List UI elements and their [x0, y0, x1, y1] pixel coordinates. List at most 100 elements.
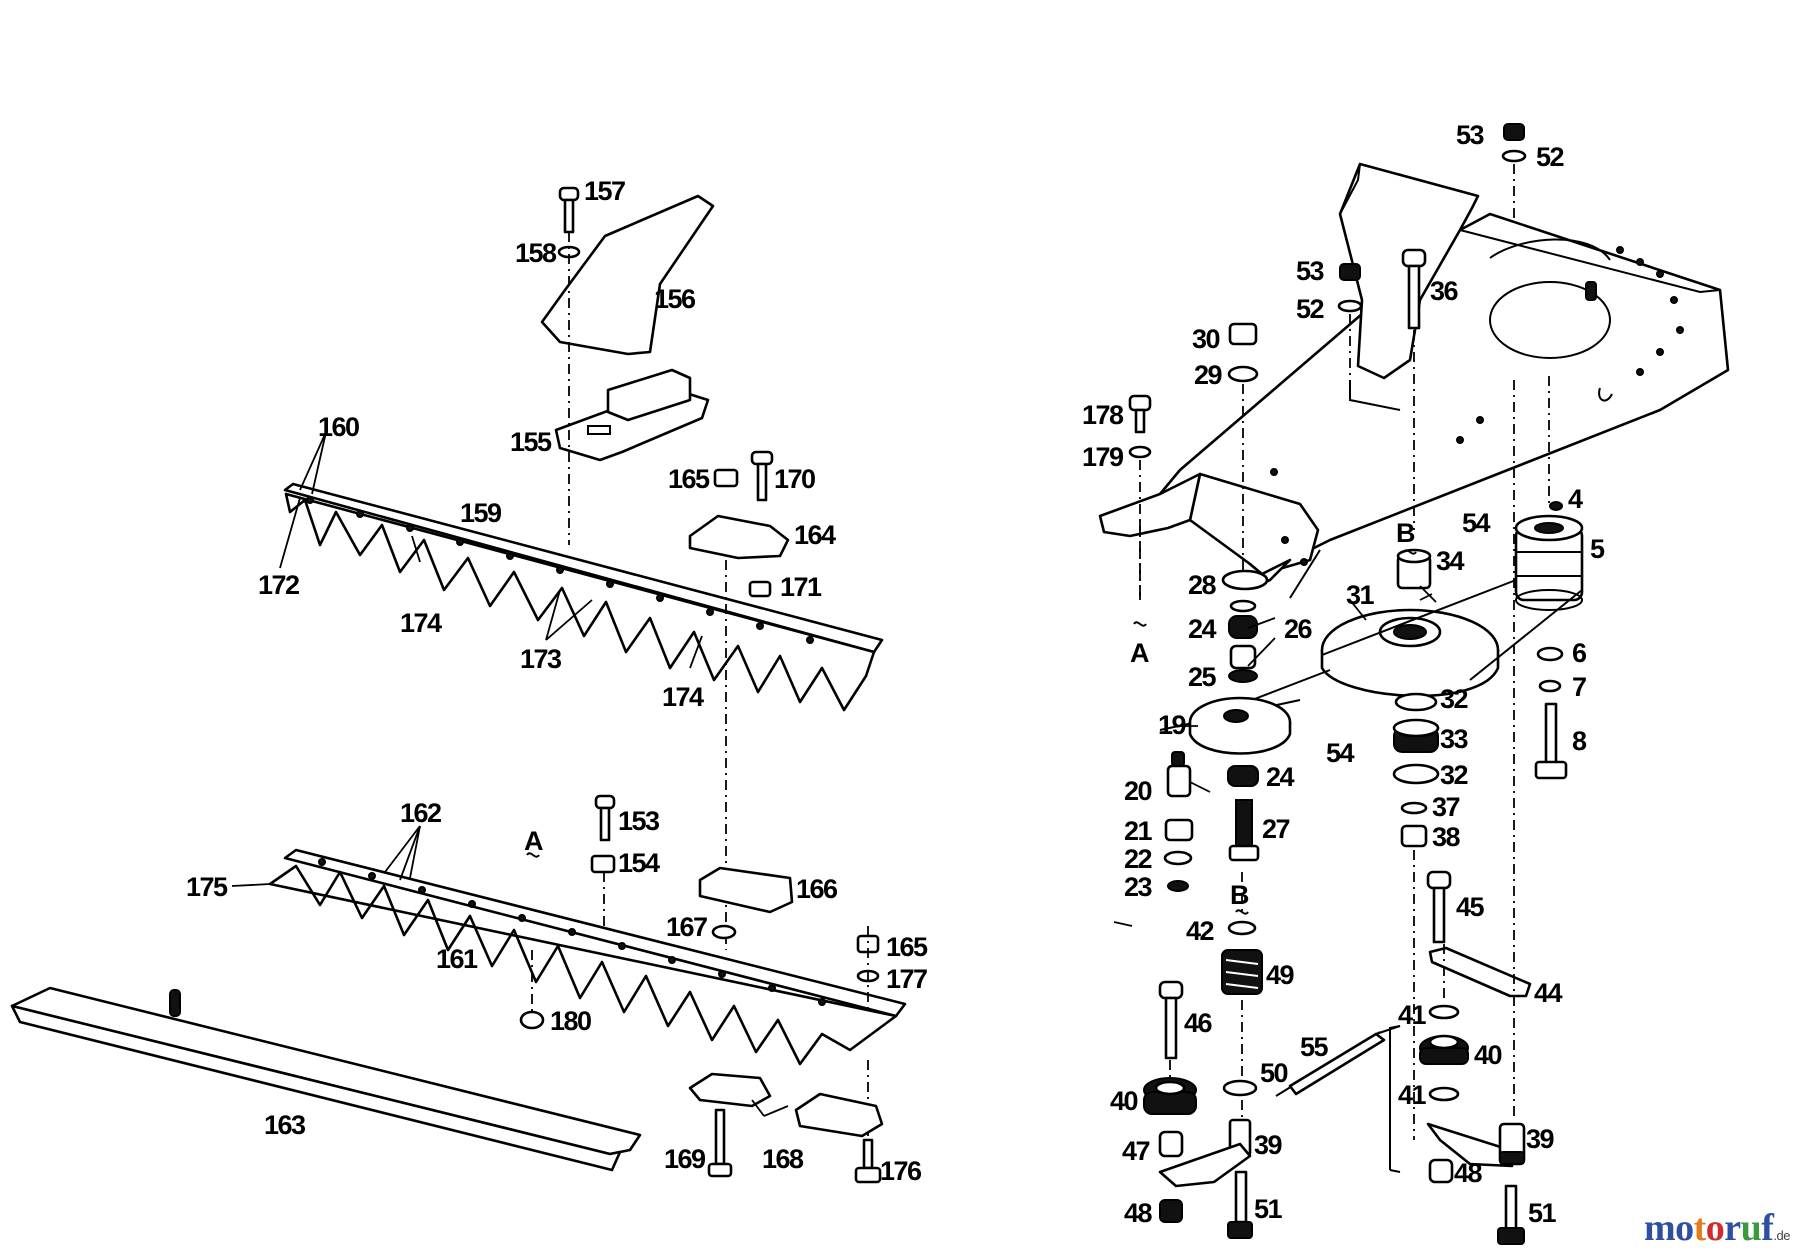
- label-b-lower: B: [1230, 880, 1249, 910]
- part-164-clamp[interactable]: [688, 514, 790, 560]
- label-157: 157: [584, 176, 625, 206]
- part-31-large-pulley[interactable]: [1320, 608, 1500, 698]
- label-51-left: 51: [1254, 1194, 1283, 1224]
- part-19-small-pulley[interactable]: [1188, 696, 1292, 755]
- part-23-washer[interactable]: [1167, 880, 1189, 892]
- label-41-upper: 41: [1398, 1000, 1427, 1030]
- part-32-washer-upper[interactable]: [1394, 692, 1438, 712]
- part-161-finger-bar[interactable]: [268, 848, 907, 1066]
- part-20-stud[interactable]: [1166, 751, 1192, 798]
- label-b-upper: B: [1396, 518, 1415, 548]
- label-171: 171: [780, 572, 822, 602]
- part-41-washer-lower[interactable]: [1428, 1086, 1460, 1102]
- label-26: 26: [1284, 614, 1313, 644]
- label-6: 6: [1572, 638, 1587, 668]
- label-170: 170: [774, 464, 815, 494]
- part-155-slide-plate[interactable]: [554, 368, 710, 462]
- label-8: 8: [1572, 726, 1587, 756]
- part-21-nut[interactable]: [1164, 818, 1194, 842]
- part-156-bracket[interactable]: [540, 194, 715, 356]
- label-48-left: 48: [1124, 1198, 1153, 1228]
- part-52-washer-middle[interactable]: [1337, 299, 1363, 313]
- label-159: 159: [460, 498, 502, 528]
- part-24-bearing-lower[interactable]: [1227, 765, 1259, 787]
- part-6-washer[interactable]: [1536, 646, 1564, 662]
- part-41-washer-upper[interactable]: [1428, 1004, 1460, 1020]
- part-40-roller-left[interactable]: [1143, 1077, 1197, 1115]
- label-32-lower: 32: [1440, 760, 1468, 790]
- part-32-washer-lower[interactable]: [1392, 763, 1440, 785]
- part-176-bolt[interactable]: [854, 1138, 882, 1184]
- part-27-bolt[interactable]: [1228, 799, 1260, 862]
- part-28-washer[interactable]: [1221, 569, 1269, 591]
- part-49-spring[interactable]: [1221, 949, 1263, 995]
- part-37-washer[interactable]: [1400, 801, 1428, 815]
- part-7-washer[interactable]: [1538, 679, 1562, 693]
- part-52-washer-top[interactable]: [1501, 149, 1527, 163]
- part-33-bearing[interactable]: [1392, 718, 1440, 753]
- label-155: 155: [510, 427, 552, 457]
- label-54-lower: 54: [1326, 738, 1355, 768]
- part-45-bolt[interactable]: [1426, 870, 1452, 944]
- part-39-bushing-right[interactable]: [1498, 1122, 1526, 1166]
- label-21: 21: [1124, 816, 1153, 846]
- label-24-lower: 24: [1266, 762, 1295, 792]
- label-165-upper: 165: [668, 464, 710, 494]
- part-154-nut[interactable]: [590, 854, 616, 874]
- label-19: 19: [1158, 710, 1187, 740]
- part-53-nut-top[interactable]: [1503, 123, 1525, 141]
- part-40-roller-right[interactable]: [1419, 1034, 1469, 1065]
- part-166-guide-block[interactable]: [698, 866, 794, 914]
- label-37: 37: [1432, 792, 1460, 822]
- part-34-sleeve[interactable]: [1396, 548, 1432, 590]
- label-7: 7: [1572, 672, 1586, 702]
- part-53-nut-middle[interactable]: [1339, 263, 1361, 281]
- part-29-washer[interactable]: [1227, 365, 1259, 383]
- part-5-pulley[interactable]: [1514, 514, 1584, 611]
- part-46-bolt[interactable]: [1158, 980, 1184, 1060]
- part-24-bearing-upper[interactable]: [1228, 599, 1258, 639]
- label-54-upper: 54: [1462, 508, 1491, 538]
- part-47-spacer[interactable]: [1158, 1130, 1184, 1158]
- part-159-knife-bar[interactable]: [283, 482, 884, 712]
- part-170-bolt[interactable]: [750, 450, 774, 502]
- part-38-nut[interactable]: [1400, 824, 1428, 848]
- part-178-bolt[interactable]: [1128, 394, 1152, 434]
- part-165-nut[interactable]: [713, 468, 739, 488]
- part-50-washer[interactable]: [1222, 1079, 1258, 1097]
- part-51-bolt-right[interactable]: [1497, 1184, 1525, 1245]
- part-48-nut-left[interactable]: [1159, 1199, 1183, 1223]
- leader-lines-right: [1113, 585, 1437, 927]
- part-179-washer[interactable]: [1128, 445, 1152, 459]
- part-168-clip-left[interactable]: [688, 1072, 772, 1108]
- label-46: 46: [1184, 1008, 1213, 1038]
- part-167-washer[interactable]: [711, 924, 737, 940]
- part-180-nut[interactable]: [519, 1010, 545, 1030]
- label-5: 5: [1590, 534, 1605, 564]
- part-30-nut[interactable]: [1228, 322, 1258, 346]
- part-163-guard-plate[interactable]: [10, 986, 642, 1172]
- part-42-washer[interactable]: [1227, 920, 1257, 936]
- arm-left[interactable]: [1158, 1142, 1252, 1188]
- housing-frame[interactable]: [1098, 162, 1730, 588]
- label-162: 162: [400, 798, 441, 828]
- part-48-nut-right[interactable]: [1428, 1158, 1454, 1184]
- label-174-upper-right: 174: [662, 682, 704, 712]
- label-42: 42: [1186, 916, 1214, 946]
- part-153-bolt[interactable]: [594, 794, 616, 842]
- part-171-nut[interactable]: [748, 580, 772, 598]
- part-157-bolt[interactable]: [558, 186, 580, 234]
- arm-right[interactable]: [1426, 1122, 1514, 1168]
- part-55-spring[interactable]: [1275, 1025, 1401, 1097]
- part-4-key[interactable]: [1549, 501, 1563, 511]
- label-a-left: A: [524, 826, 543, 856]
- part-168-clip-right[interactable]: [794, 1092, 884, 1138]
- part-25-spacer[interactable]: [1228, 644, 1258, 683]
- part-36-bolt[interactable]: [1401, 248, 1427, 330]
- part-51-bolt-left[interactable]: [1227, 1170, 1253, 1239]
- label-166: 166: [796, 874, 838, 904]
- part-44-arm[interactable]: [1428, 946, 1532, 998]
- part-8-bolt[interactable]: [1534, 702, 1568, 780]
- part-169-bolt[interactable]: [707, 1108, 733, 1178]
- part-22-washer[interactable]: [1163, 850, 1193, 866]
